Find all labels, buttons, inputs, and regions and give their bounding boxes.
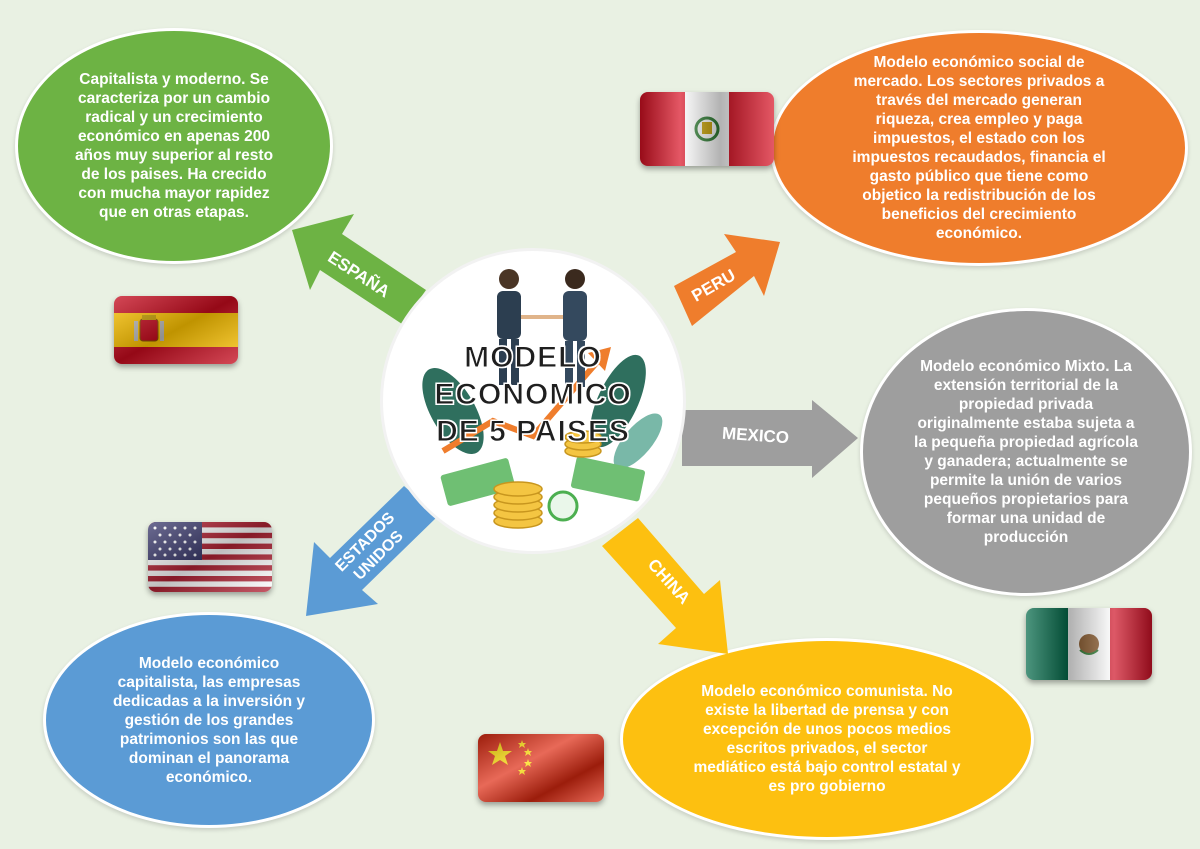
- mexico-arrow: [680, 400, 860, 480]
- usa-description-text: Modelo económico capitalista, las empres…: [112, 654, 306, 786]
- peru-description-text: Modelo económico social de mercado. Los …: [852, 54, 1106, 242]
- usa-description-bubble: Modelo económico capitalista, las empres…: [43, 612, 375, 828]
- mexico-flag-icon: [1026, 608, 1152, 680]
- mexico-description-bubble: Modelo económico Mixto. La extensión ter…: [860, 308, 1192, 596]
- espana-description-bubble: Capitalista y moderno. Se caracteriza po…: [15, 28, 333, 264]
- spain-flag-icon: [114, 296, 238, 364]
- usa-arrow: [300, 484, 440, 620]
- center-title-line-3: DE 5 PAISES: [436, 415, 630, 449]
- china-flag-icon: [478, 734, 604, 802]
- china-description-text: Modelo económico comunista. No existe la…: [693, 683, 961, 795]
- peru-flag-icon: [640, 92, 774, 166]
- center-title-line-2: ECONOMICO: [434, 378, 632, 412]
- usa-flag-icon: [148, 522, 272, 592]
- mexico-description-text: Modelo económico Mixto. La extensión ter…: [914, 358, 1138, 546]
- peru-description-bubble: Modelo económico social de mercado. Los …: [770, 30, 1188, 266]
- center-circle: MODELO ECONOMICO DE 5 PAISES: [380, 248, 686, 554]
- china-arrow: [600, 516, 740, 656]
- center-title-line-1: MODELO: [464, 341, 602, 375]
- peru-arrow: [672, 226, 784, 332]
- handshake-money-illustration: [422, 269, 663, 529]
- espana-arrow: [290, 212, 430, 332]
- center-title: MODELO ECONOMICO DE 5 PAISES: [383, 339, 683, 450]
- china-description-bubble: Modelo económico comunista. No existe la…: [620, 638, 1034, 840]
- espana-description-text: Capitalista y moderno. Se caracteriza po…: [74, 71, 274, 221]
